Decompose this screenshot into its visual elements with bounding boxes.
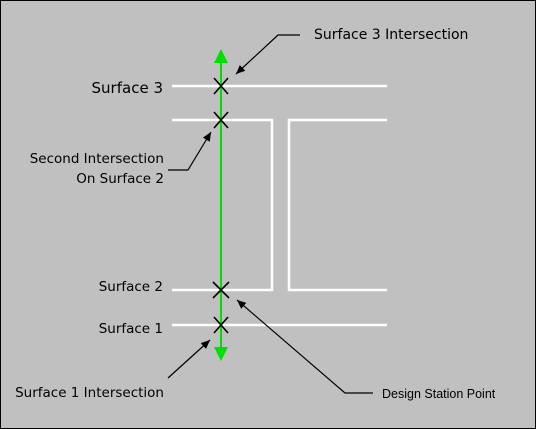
- x-mark-icon: [213, 316, 229, 334]
- label-surface-3: Surface 3: [92, 79, 163, 97]
- x-mark-icon: [213, 77, 229, 95]
- x-mark-icon: [213, 111, 229, 129]
- leader-surface-3-intersection: [235, 34, 300, 75]
- label-surface-3-intersection: Surface 3 Intersection: [314, 27, 468, 43]
- station-line: [214, 49, 228, 361]
- leader-surface-1-intersection: [167, 339, 211, 379]
- label-second-intersection-line1: Second Intersection: [30, 151, 164, 167]
- leader-second-intersection: [168, 131, 212, 171]
- label-surface-1-intersection: Surface 1 Intersection: [15, 385, 164, 401]
- arrow-down-icon: [214, 347, 228, 361]
- arrow-up-icon: [214, 49, 228, 63]
- x-mark-icon: [212, 281, 230, 299]
- leader-design-station-point: [236, 299, 373, 394]
- label-design-station-point: Design Station Point: [382, 387, 496, 401]
- label-surface-2: Surface 2: [99, 279, 163, 295]
- label-surface-1: Surface 1: [99, 321, 163, 337]
- label-second-intersection-line2: On Surface 2: [76, 171, 164, 187]
